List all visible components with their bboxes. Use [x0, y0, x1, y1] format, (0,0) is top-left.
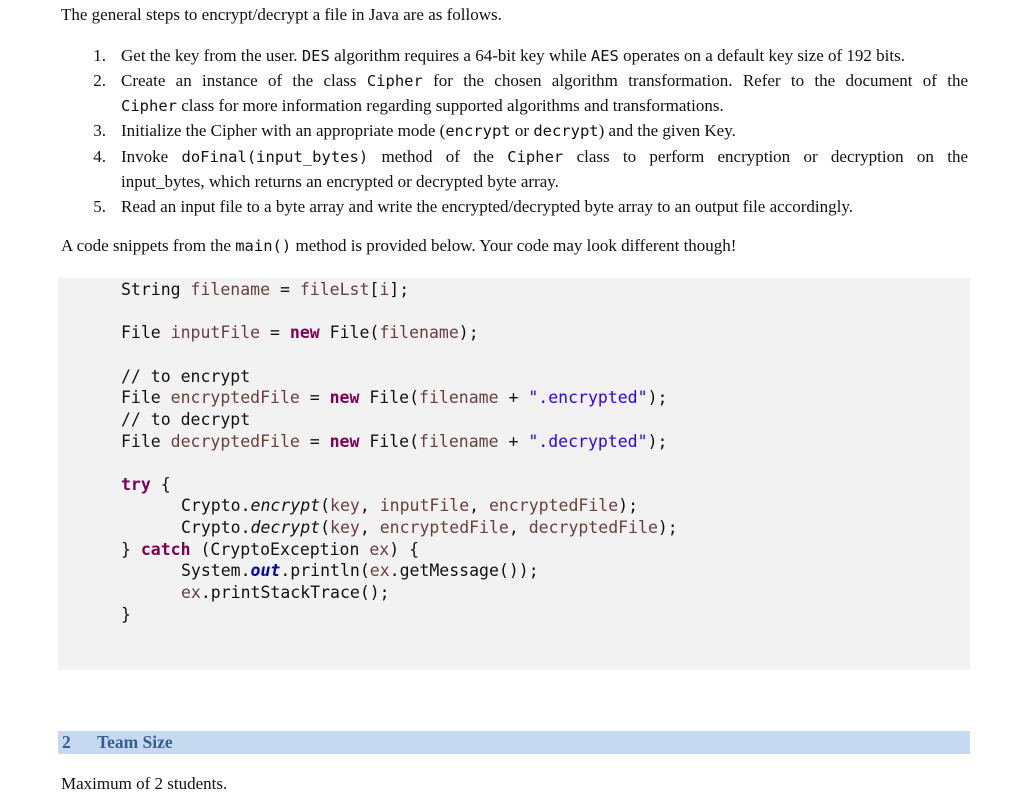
step-number: 1. [93, 46, 106, 65]
code-line: File decryptedFile = new File(filename +… [121, 432, 668, 451]
step-number: 5. [93, 197, 106, 216]
step-number: 2. [93, 71, 106, 90]
code-line: ex.printStackTrace(); [181, 583, 390, 602]
code-comment: // to encrypt [121, 367, 251, 386]
step-text-line-1: Invoke doFinal(input_bytes) method of th… [121, 147, 968, 166]
intro-text: The general steps to encrypt/decrypt a f… [61, 5, 502, 24]
step-number: 4. [93, 147, 106, 166]
team-size-text: Maximum of 2 students. [61, 774, 228, 793]
snippet-intro-text: A code snippets from the main() method i… [61, 236, 737, 255]
code-line: } [121, 605, 131, 624]
step-text: Initialize the Cipher with an appropriat… [121, 121, 736, 140]
code-line: } catch (CryptoException ex) { [121, 540, 420, 559]
code-line: try { [121, 475, 171, 494]
code-line: System.out.println(ex.getMessage()); [181, 561, 539, 580]
section-title: Team Size [97, 732, 173, 752]
step-text: Get the key from the user. DES algorithm… [121, 46, 905, 65]
step-text-line-2: input_bytes, which returns an encrypted … [121, 172, 559, 191]
step-text: Read an input file to a byte array and w… [121, 197, 853, 216]
code-block: String filename = fileLst[i]; File input… [58, 278, 970, 670]
section-number: 2 [62, 732, 71, 752]
code-line: File inputFile = new File(filename); [121, 323, 479, 342]
step-text-line-1: Create an instance of the class Cipher f… [121, 71, 968, 90]
section-heading: 2 Team Size [58, 731, 970, 754]
step-text-line-2: Cipher class for more information regard… [121, 96, 724, 115]
code-line: String filename = fileLst[i]; [121, 280, 410, 299]
code-line: Crypto.decrypt(key, encryptedFile, decry… [181, 518, 678, 537]
code-line: File encryptedFile = new File(filename +… [121, 388, 668, 407]
code-line: Crypto.encrypt(key, inputFile, encrypted… [181, 496, 639, 515]
step-number: 3. [93, 121, 106, 140]
code-comment: // to decrypt [121, 410, 251, 429]
